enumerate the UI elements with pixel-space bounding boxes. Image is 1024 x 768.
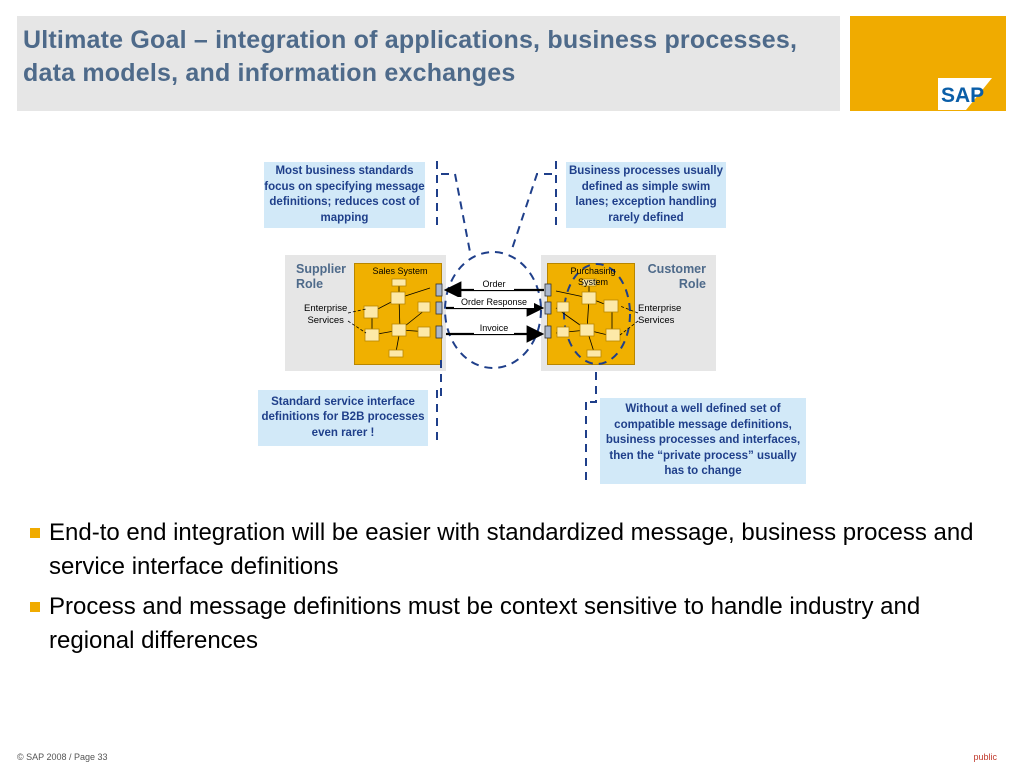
supplier-services-pointer [347, 308, 367, 314]
bullet-text: Process and message definitions must be … [49, 593, 921, 654]
bullet-square-icon [30, 528, 40, 538]
sales-system-label: Sales System [372, 266, 428, 276]
bullet-item: Process and message definitions must be … [30, 590, 1005, 658]
supplier-enterprise-services-label: Enterprise Services [304, 303, 348, 326]
customer-services-pointer [619, 305, 639, 314]
footer-classification: public [973, 752, 997, 762]
customer-enterprise-services-label: Enterprise Services [638, 303, 682, 326]
message-exchange-ellipse [444, 251, 542, 369]
message-label-order-response: Order Response [454, 297, 534, 308]
connector-top-right [510, 173, 552, 253]
footer-copyright: © SAP 2008 / Page 33 [17, 752, 108, 762]
message-label-order: Order [474, 279, 514, 290]
connector-bottom-right [590, 372, 597, 403]
customer-role-label: Customer Role [647, 262, 706, 291]
interface-ports [435, 283, 552, 339]
slide-title: Ultimate Goal – integration of applicati… [23, 26, 798, 87]
message-label-invoice: Invoice [474, 323, 514, 334]
sales-process-graph [363, 278, 431, 358]
callout-private-process: Without a well defined set of compatible… [600, 398, 806, 484]
logo-background [850, 16, 1006, 111]
sap-logo: SAP [938, 78, 992, 110]
bullet-item: End-to end integration will be easier wi… [30, 516, 1005, 584]
sap-logo-text: SAP [941, 84, 984, 107]
supplier-role-label: Supplier Role [296, 262, 347, 291]
bullet-text: End-to end integration will be easier wi… [49, 519, 974, 580]
title-band [17, 16, 840, 111]
callout-business-processes: Business processes usually defined as si… [566, 162, 726, 228]
purchasing-system-label: Purchasing System [570, 266, 616, 287]
callout-message-definitions: Most business standards focus on specify… [264, 162, 425, 228]
callout-connectors [436, 161, 597, 480]
bullet-square-icon [30, 602, 40, 612]
purchasing-process-graph [555, 278, 621, 358]
connector-top-left [441, 173, 471, 253]
bullet-list: End-to end integration will be easier wi… [30, 516, 1005, 664]
callout-service-interfaces: Standard service interface definitions f… [258, 390, 428, 446]
